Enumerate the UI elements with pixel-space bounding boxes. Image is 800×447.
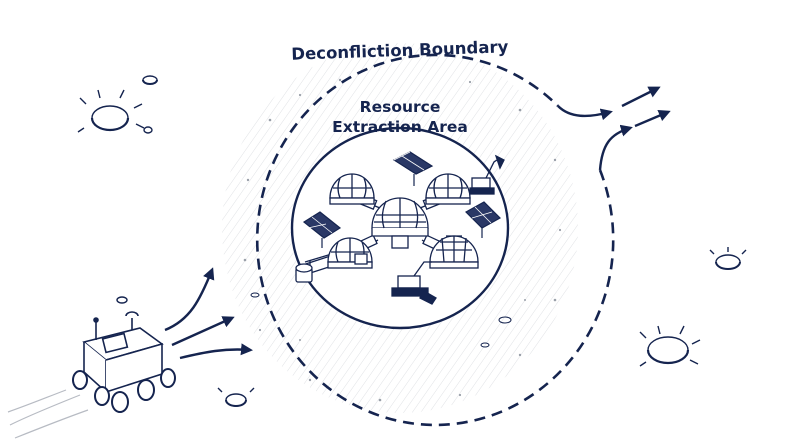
rover-icon — [7, 311, 176, 439]
entry-flow-lower — [179, 343, 253, 360]
habitat-dome-icon — [329, 173, 375, 205]
area-label-line1: Resource — [360, 98, 441, 116]
habitat-dome-icon — [425, 173, 471, 205]
excavator-icon — [469, 154, 505, 195]
solar-panel-icon — [302, 211, 342, 248]
solar-panel-icon — [465, 201, 501, 238]
storage-tank-icon — [295, 263, 313, 283]
crater-icon — [116, 296, 128, 304]
solar-panel-icon — [392, 151, 434, 186]
exit-arrow-bottom — [634, 109, 671, 128]
habitat-dome-icon — [327, 237, 373, 269]
habitat-dome-icon — [371, 197, 429, 249]
entry-flow-upper — [164, 267, 215, 332]
crater-icon — [77, 89, 145, 133]
excavator-icon — [391, 261, 437, 305]
exit-arrow-top — [621, 86, 661, 108]
rover-tracks — [7, 389, 89, 439]
crater-icon — [143, 126, 153, 134]
crater-icon — [142, 75, 158, 85]
crater-icon — [250, 292, 260, 298]
habitat-base — [295, 173, 479, 283]
entry-flow-middle — [171, 316, 235, 347]
exit-flow-lower — [598, 124, 633, 171]
area-label-line2: Extraction Area — [332, 118, 468, 136]
habitat-dome-icon — [429, 235, 479, 269]
crater-icon — [498, 316, 512, 324]
exit-flow-upper — [557, 105, 613, 121]
crater-icon — [217, 387, 255, 407]
deconfliction-boundary-line — [255, 53, 615, 427]
crater-icon — [480, 342, 490, 348]
crater-icon — [709, 247, 747, 270]
crater-icon — [639, 325, 701, 367]
boundary-label: Deconfliction Boundary — [291, 37, 509, 64]
